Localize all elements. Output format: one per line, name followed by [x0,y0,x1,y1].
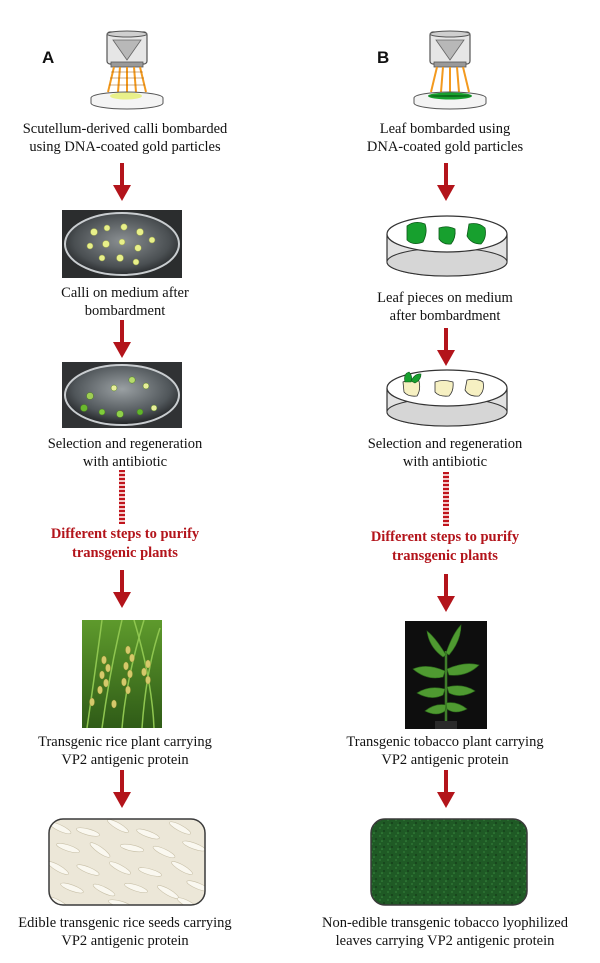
dotted-connector [119,470,125,524]
arrow-down-icon [113,770,131,808]
tobacco-plant-photo [405,621,487,729]
dotted-connector [443,472,449,526]
arrow-down-icon [437,328,455,366]
leaf-pieces-dish-illustration [386,215,508,277]
calli-petri-photo [62,210,182,278]
caption-b-step5: Non-edible transgenic tobacco lyophilize… [321,915,568,949]
tobacco-powder-photo [370,818,528,906]
gene-gun-icon [413,30,487,110]
selection-dish-illustration [386,369,508,427]
regeneration-petri-photo [62,362,182,428]
arrow-down-icon [437,770,455,808]
arrow-down-icon [113,570,131,608]
rice-seeds-photo [48,818,206,906]
arrow-down-icon [437,163,455,201]
arrow-down-icon [437,574,455,612]
panel-letter-a: A [42,48,55,67]
rice-plant-photo [82,620,162,728]
arrow-down-icon [113,320,131,358]
panel-letter-b: B [377,48,390,67]
arrow-down-icon [113,163,131,201]
gene-gun-icon [90,30,164,110]
